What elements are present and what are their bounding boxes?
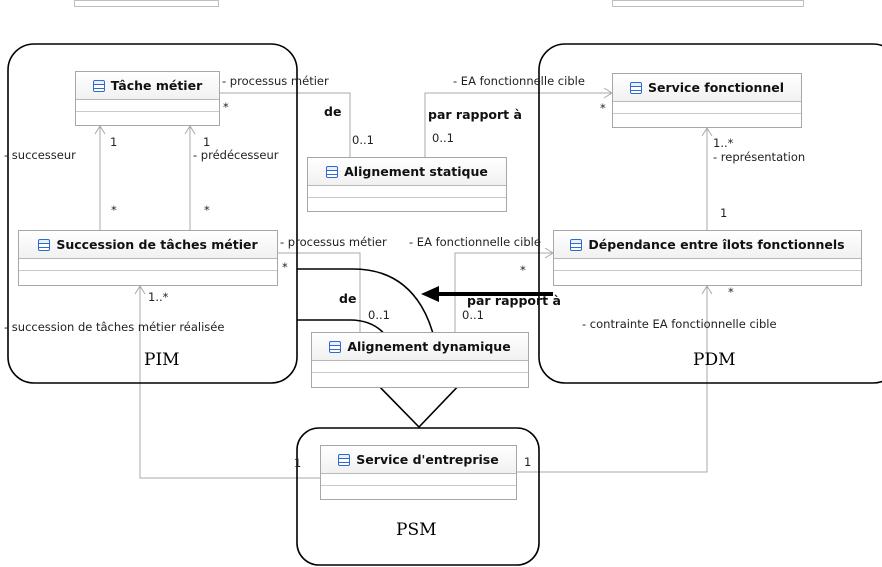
class-name: Succession de tâches métier xyxy=(56,237,258,252)
assoc-name-de-2: de xyxy=(339,291,357,306)
region-title-pdm: PDM xyxy=(693,350,736,370)
role-predecesseur: - prédécesseur xyxy=(193,148,279,162)
arrowhead-succession-realisee xyxy=(134,285,146,295)
assoc-dynamique-dependance xyxy=(454,252,553,332)
role-contrainte: - contrainte EA fonctionnelle cible xyxy=(582,317,777,331)
class-service-fonctionnel[interactable]: Service fonctionnel xyxy=(612,73,802,128)
class-icon xyxy=(92,79,105,92)
class-name: Alignement statique xyxy=(344,164,488,179)
mult-succ-star-left: * xyxy=(111,203,117,217)
role-successeur: - successeur xyxy=(4,148,76,162)
realization-arrowhead xyxy=(421,286,439,302)
class-name: Tâche métier xyxy=(110,78,203,93)
class-icon xyxy=(570,238,583,251)
clipped-class-fragment-right xyxy=(612,0,804,7)
arrowhead-contrainte xyxy=(701,285,713,295)
mult-dep-1: 1 xyxy=(720,206,728,220)
mult-succ-star-right: * xyxy=(204,203,210,217)
region-title-pim: PIM xyxy=(144,350,180,370)
assoc-contrainte xyxy=(517,286,708,473)
assoc-tache-statique xyxy=(220,92,351,157)
class-icon xyxy=(629,81,642,94)
arrowhead-successeur xyxy=(94,125,106,135)
class-name: Dépendance entre îlots fonctionnels xyxy=(588,237,845,252)
mult-tache-1-left: 1 xyxy=(110,135,118,149)
arrowhead-predecesseur xyxy=(184,125,196,135)
role-processus-metier: - processus métier xyxy=(222,74,329,88)
arrowhead-representation xyxy=(701,127,713,137)
class-succession-taches[interactable]: Succession de tâches métier xyxy=(18,230,278,286)
class-alignement-dynamique[interactable]: Alignement dynamique xyxy=(311,332,529,388)
clipped-class-fragment-left xyxy=(74,0,219,7)
region-psm xyxy=(296,427,540,566)
mult-dep-star-ea: * xyxy=(520,263,526,277)
mult-sf-1n: 1..* xyxy=(713,136,734,150)
class-service-entreprise[interactable]: Service d'entreprise xyxy=(320,445,517,500)
class-alignement-statique[interactable]: Alignement statique xyxy=(307,157,507,212)
mult-succ-1n: 1..* xyxy=(148,290,169,304)
class-name: Alignement dynamique xyxy=(347,339,511,354)
mult-stat-01-right: 0..1 xyxy=(432,131,454,145)
assoc-statique-servicefonc xyxy=(424,92,612,157)
mult-succ-star-proc: * xyxy=(282,260,288,274)
mult-stat-01-left: 0..1 xyxy=(352,133,374,147)
assoc-succession-dynamique xyxy=(278,252,361,332)
class-name: Service d'entreprise xyxy=(356,452,499,467)
mult-dep-star-contrainte: * xyxy=(728,285,734,299)
mult-sf-star: * xyxy=(600,101,606,115)
mult-dyn-01-right: 0..1 xyxy=(462,308,484,322)
mult-ent-1-right: 1 xyxy=(524,455,532,469)
role-succession-realisee: - succession de tâches métier réalisée xyxy=(4,320,225,334)
class-tache-metier[interactable]: Tâche métier xyxy=(75,71,220,126)
class-icon xyxy=(326,165,339,178)
assoc-name-de: de xyxy=(324,104,342,119)
role-representation: - représentation xyxy=(713,150,806,164)
class-icon xyxy=(338,453,351,466)
assoc-succession-realisee xyxy=(139,286,320,479)
assoc-name-par-rapport: par rapport à xyxy=(428,107,522,122)
role-processus-metier-2: - processus métier xyxy=(280,235,387,249)
role-ea-cible: - EA fonctionnelle cible xyxy=(453,74,585,88)
role-ea-cible-2: - EA fonctionnelle cible xyxy=(409,235,541,249)
mult-dyn-01-left: 0..1 xyxy=(368,308,390,322)
class-icon xyxy=(38,238,51,251)
class-dependance-ilots[interactable]: Dépendance entre îlots fonctionnels xyxy=(553,230,862,286)
region-pdm xyxy=(538,43,882,384)
assoc-name-par-rapport-2: par rapport à xyxy=(467,293,561,308)
region-title-psm: PSM xyxy=(396,520,437,540)
class-icon xyxy=(329,340,342,353)
mult-tache-star: * xyxy=(223,100,229,114)
mult-ent-1-left: 1 xyxy=(294,456,302,470)
region-pim xyxy=(7,43,298,384)
mult-tache-1-right: 1 xyxy=(203,135,211,149)
class-name: Service fonctionnel xyxy=(647,80,785,95)
